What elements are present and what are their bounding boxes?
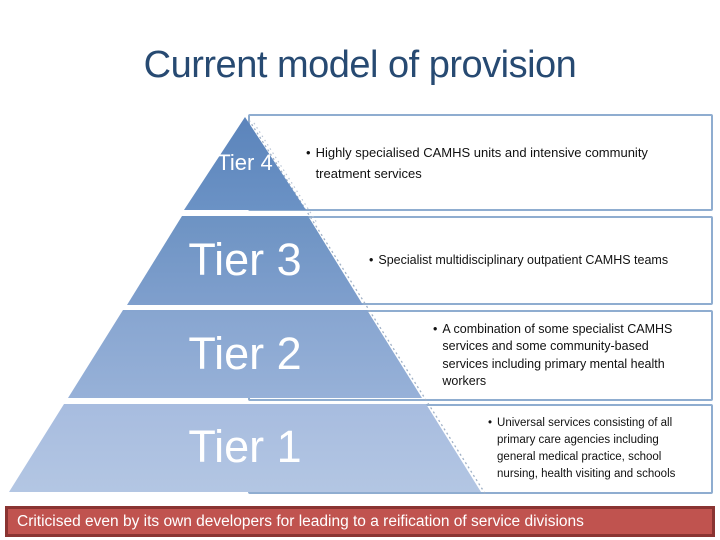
- tier1-description: Universal services consisting of all pri…: [497, 417, 676, 480]
- tier1-shape: [9, 404, 481, 492]
- tier2-description: A combination of some specialist CAMHS s…: [442, 321, 673, 389]
- criticism-banner-text: Criticised even by its own developers fo…: [17, 512, 584, 530]
- slide-title: Current model of provision: [143, 44, 577, 86]
- tier3-description: Specialist multidisciplinary outpatient …: [378, 253, 669, 267]
- bullet-icon: •: [488, 417, 493, 429]
- tier3-label: Tier 3: [188, 234, 302, 285]
- bullet-icon: •: [306, 144, 311, 160]
- bullet-icon: •: [433, 321, 438, 336]
- tier4-description-box: • Highly specialised CAMHS units and int…: [248, 114, 713, 211]
- criticism-banner: Criticised even by its own developers fo…: [5, 506, 715, 537]
- tier4-description: Highly specialised CAMHS units and inten…: [315, 144, 648, 181]
- bullet-icon: •: [369, 253, 374, 267]
- tier2-label: Tier 2: [188, 328, 302, 379]
- tier4-label: Tier 4: [217, 150, 273, 175]
- tier1-label: Tier 1: [188, 421, 302, 472]
- tier2-shape: [68, 310, 422, 398]
